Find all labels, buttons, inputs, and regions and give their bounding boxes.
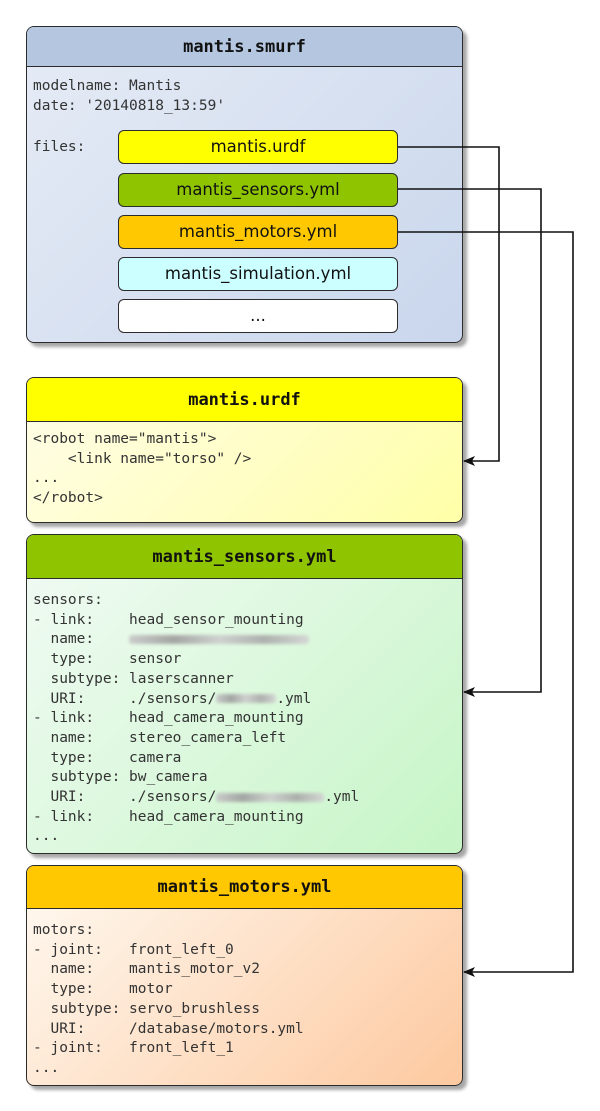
urdf-line: <robot name="mantis"> bbox=[33, 431, 217, 447]
redacted-filename bbox=[216, 694, 277, 704]
motors-line: motors: bbox=[33, 922, 95, 938]
motors-title: mantis_motors.yml bbox=[27, 866, 462, 909]
motors-line: URI: /database/motors.yml bbox=[33, 1020, 304, 1037]
sensors-line: - link: head_camera_mounting bbox=[33, 710, 304, 727]
motors-line: type: motor bbox=[33, 981, 173, 998]
urdf-line: ... bbox=[33, 470, 60, 487]
motors-line: - joint: front_left_1 bbox=[33, 1040, 234, 1057]
arrow-sensors bbox=[398, 188, 542, 697]
sensors-line: subtype: bw_camera bbox=[33, 769, 208, 786]
file-mantis-sensors[interactable]: mantis_sensors.yml bbox=[118, 173, 398, 207]
urdf-line: </robot> bbox=[33, 490, 103, 507]
sensors-line: type: camera bbox=[33, 749, 182, 766]
sensors-line: type: sensor bbox=[33, 651, 182, 668]
arrow-motors bbox=[398, 231, 574, 977]
smurf-title: mantis.smurf bbox=[27, 27, 462, 67]
motors-line: name: mantis_motor_v2 bbox=[33, 961, 260, 978]
redacted-name bbox=[129, 634, 310, 644]
file-mantis-urdf[interactable]: mantis.urdf bbox=[118, 130, 398, 164]
sensors-line: name: bbox=[33, 630, 462, 650]
smurf-files-label: files: bbox=[33, 139, 86, 155]
file-more[interactable]: ... bbox=[118, 299, 398, 333]
sensors-line: URI: ./sensors/.yml bbox=[33, 789, 360, 806]
sensors-line: sensors: bbox=[33, 592, 103, 608]
file-mantis-motors[interactable]: mantis_motors.yml bbox=[118, 215, 398, 249]
urdf-line: <link name="torso" /> bbox=[33, 450, 252, 467]
motors-panel: mantis_motors.yml motors: - joint: front… bbox=[26, 865, 463, 1086]
sensors-line: ... bbox=[33, 828, 60, 845]
motors-line: - joint: front_left_0 bbox=[33, 941, 234, 958]
sensors-title: mantis_sensors.yml bbox=[27, 535, 462, 579]
urdf-title: mantis.urdf bbox=[27, 378, 462, 422]
arrow-urdf bbox=[398, 146, 500, 466]
smurf-date: date: '20140818_13:59' bbox=[33, 98, 226, 114]
sensors-panel: mantis_sensors.yml sensors: - link: head… bbox=[26, 534, 463, 854]
redacted-filename bbox=[216, 792, 325, 802]
motors-line: subtype: servo_brushless bbox=[33, 1000, 260, 1017]
urdf-panel: mantis.urdf <robot name="mantis"> <link … bbox=[26, 377, 463, 523]
sensors-line: name: stereo_camera_left bbox=[33, 729, 287, 746]
sensors-line: - link: head_sensor_mounting bbox=[33, 611, 304, 628]
sensors-line: subtype: laserscanner bbox=[33, 670, 234, 687]
file-mantis-simulation[interactable]: mantis_simulation.yml bbox=[118, 257, 398, 291]
sensors-line: URI: ./sensors/.yml bbox=[33, 690, 312, 707]
smurf-modelname: modelname: Mantis bbox=[33, 78, 182, 94]
smurf-panel: mantis.smurf modelname: Mantis date: '20… bbox=[26, 26, 463, 343]
sensors-line: - link: head_camera_mounting bbox=[33, 808, 304, 825]
motors-line: ... bbox=[33, 1059, 60, 1076]
